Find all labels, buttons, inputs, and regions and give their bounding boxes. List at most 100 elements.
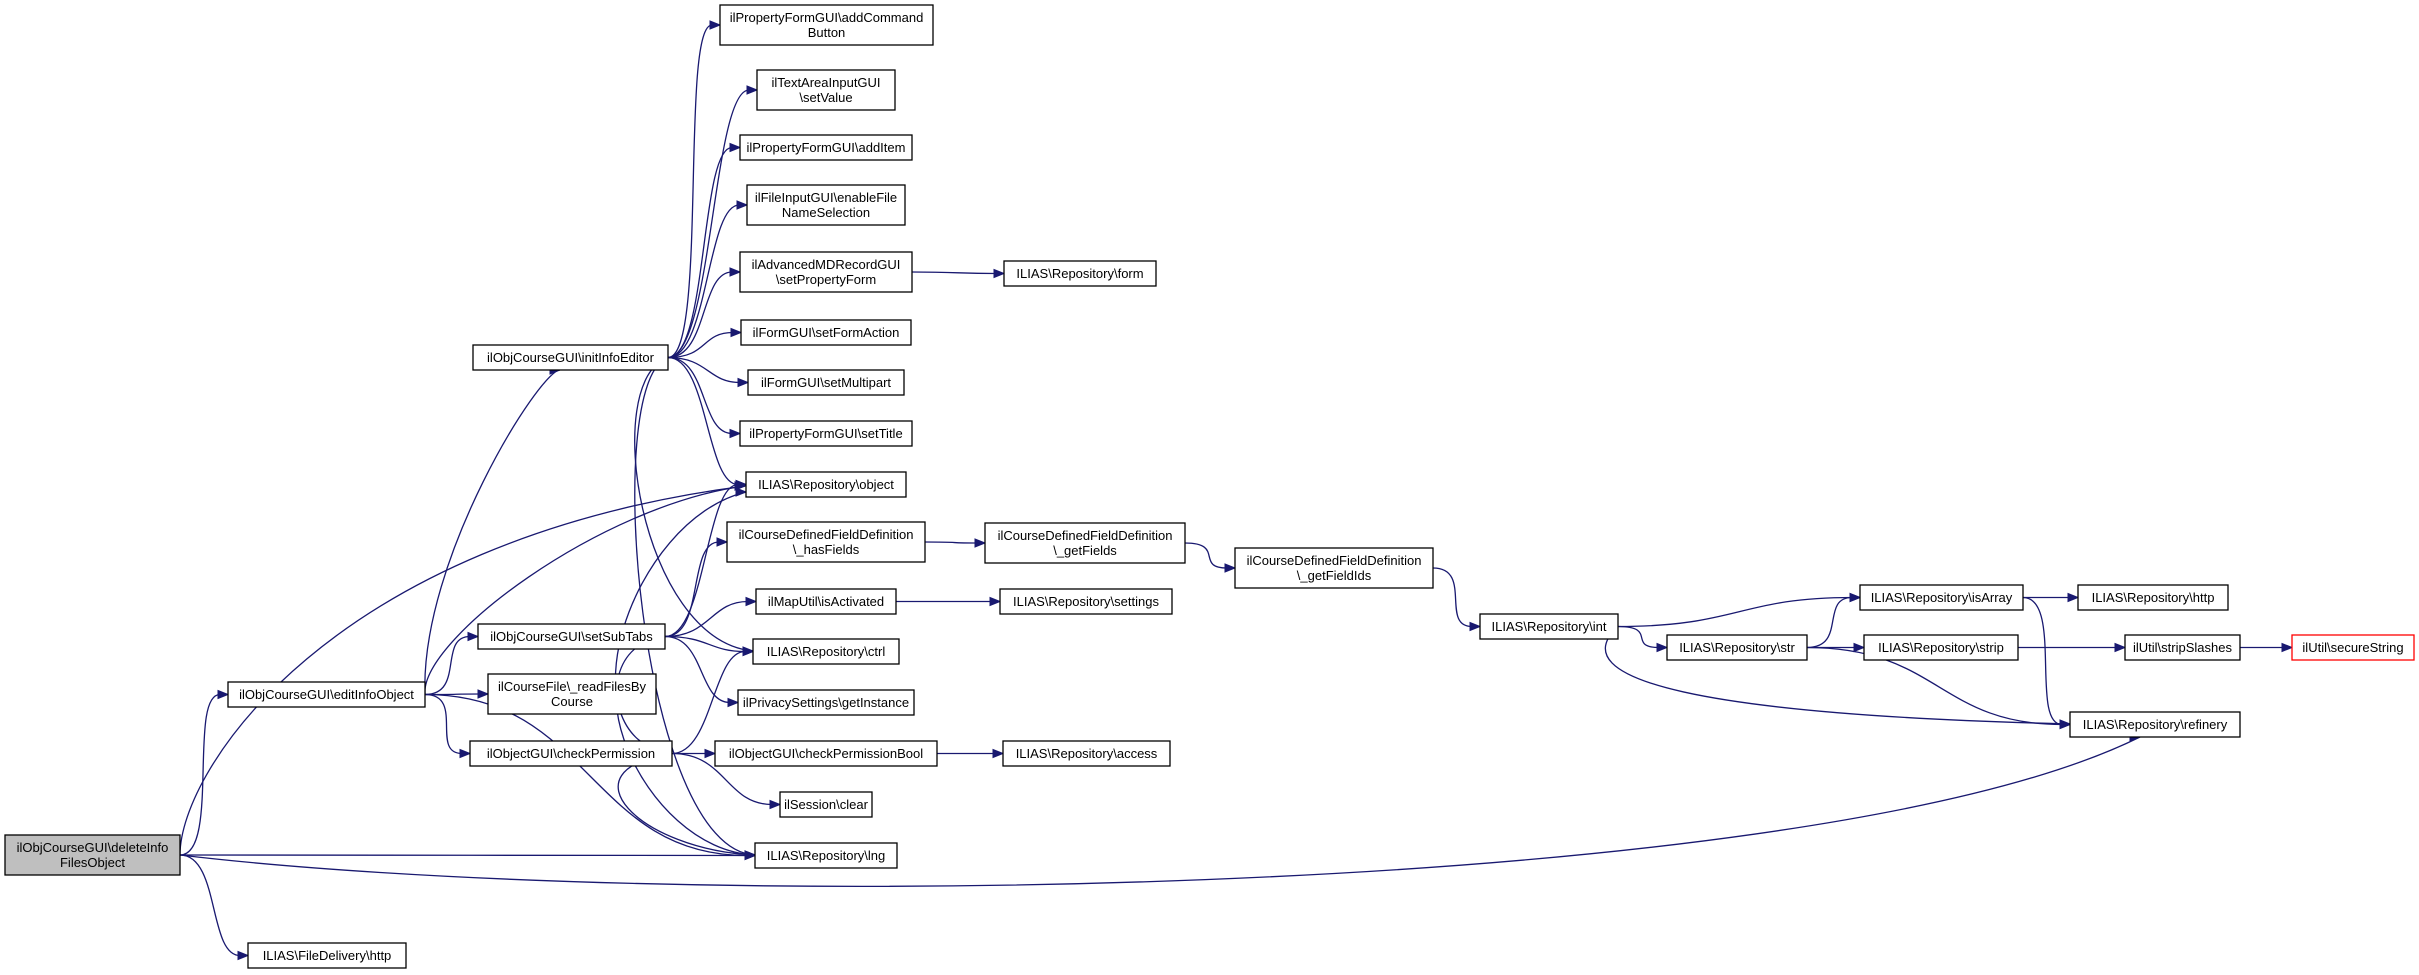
arrowhead-icon <box>716 537 729 547</box>
call-edge-n34-n35 <box>2239 642 2294 653</box>
call-edge-n3-n18 <box>634 356 755 656</box>
edge-line <box>1617 625 1660 649</box>
function-node-n21[interactable]: ilSession\clear <box>779 791 873 818</box>
function-node-n17[interactable]: ilMapUtil\isActivated <box>755 588 897 615</box>
function-node-n29[interactable]: ILIAS\Repository\isArray <box>1859 584 2024 611</box>
arrowhead-icon <box>2059 719 2072 730</box>
arrowhead-icon <box>704 748 717 759</box>
call-edge-n0-n22 <box>179 850 757 861</box>
call-edge-n3-n15 <box>667 356 748 490</box>
function-node-n24[interactable]: ilCourseDefinedFieldDefinition\_getField… <box>984 522 1186 564</box>
arrowhead-icon <box>993 268 1006 279</box>
arrowhead-icon <box>730 327 743 338</box>
edge-line <box>1604 626 2071 725</box>
function-node-n31[interactable]: ILIAS\Repository\strip <box>1863 634 2019 661</box>
arrowhead-icon <box>729 267 742 277</box>
call-edge-n31-n34 <box>2017 642 2127 653</box>
function-node-n3[interactable]: ilObjCourseGUI\initInfoEditor <box>472 344 669 371</box>
node-label: ILIAS\Repository\isArray <box>1871 590 2013 605</box>
call-edge-n11-n23 <box>911 268 1006 279</box>
function-node-n18[interactable]: ILIAS\Repository\ctrl <box>752 638 900 665</box>
function-node-n6[interactable]: ilObjectGUI\checkPermission <box>469 740 673 767</box>
node-label: FilesObject <box>60 855 125 870</box>
node-box <box>1479 613 1619 640</box>
function-node-n16[interactable]: ilCourseDefinedFieldDefinition\_hasField… <box>726 521 926 563</box>
call-edge-n4-n16 <box>664 537 729 638</box>
call-edge-n6-n21 <box>671 752 782 810</box>
function-node-n20[interactable]: ilObjectGUI\checkPermissionBool <box>714 740 938 767</box>
function-node-n8[interactable]: ilTextAreaInputGUI\setValue <box>756 69 896 111</box>
node-box <box>746 184 906 226</box>
node-label: ilObjCourseGUI\initInfoEditor <box>487 350 655 365</box>
call-edge-n27-n28 <box>1432 567 1482 632</box>
edge-line <box>1806 596 1853 649</box>
arrowhead-icon <box>744 850 757 860</box>
arrowhead-icon <box>974 538 987 548</box>
call-edge-n3-n9 <box>667 142 742 359</box>
edge-line <box>664 600 749 638</box>
function-node-n15[interactable]: ILIAS\Repository\object <box>745 471 907 498</box>
arrowhead-icon <box>737 377 750 388</box>
arrowhead-icon <box>217 689 230 700</box>
node-label: ilCourseFile\_readFilesBy <box>498 679 647 694</box>
function-node-n23[interactable]: ILIAS\Repository\form <box>1003 260 1157 287</box>
function-node-n32[interactable]: ILIAS\Repository\refinery <box>2069 711 2241 738</box>
function-node-n27[interactable]: ilCourseDefinedFieldDefinition\_getField… <box>1234 547 1434 589</box>
edge-line <box>667 356 733 435</box>
arrowhead-icon <box>709 20 722 30</box>
node-label: NameSelection <box>782 205 870 220</box>
node-label: ilUtil\secureString <box>2302 640 2403 655</box>
function-node-n28[interactable]: ILIAS\Repository\int <box>1479 613 1619 640</box>
arrowhead-icon <box>735 487 748 497</box>
function-node-n25[interactable]: ILIAS\Repository\settings <box>999 588 1173 615</box>
function-node-n12[interactable]: ilFormGUI\setFormAction <box>740 319 912 346</box>
node-label: ILIAS\FileDelivery\http <box>263 948 392 963</box>
function-node-n2[interactable]: ILIAS\FileDelivery\http <box>247 942 407 969</box>
arrowhead-icon <box>2114 642 2127 653</box>
function-node-n9[interactable]: ilPropertyFormGUI\addItem <box>739 134 913 161</box>
function-node-n19[interactable]: ilPrivacySettings\getInstance <box>737 689 915 716</box>
node-label: ilPropertyFormGUI\addCommand <box>730 10 924 25</box>
call-edge-n17-n25 <box>896 596 1002 607</box>
node-label: ILIAS\Repository\object <box>758 477 894 492</box>
edge-line <box>667 89 750 359</box>
function-node-n13[interactable]: ilFormGUI\setMultipart <box>747 369 905 396</box>
node-label: ilFileInputGUI\enableFile <box>755 190 897 205</box>
call-edge-n3-n14 <box>667 356 742 439</box>
call-edge-n29-n33 <box>2022 592 2080 603</box>
function-node-n30[interactable]: ILIAS\Repository\str <box>1666 634 1808 661</box>
arrowhead-icon <box>467 631 480 642</box>
function-node-n34[interactable]: ilUtil\stripSlashes <box>2124 634 2241 661</box>
call-edge-n30-n29 <box>1806 592 1862 649</box>
call-edge-n0-n15 <box>179 481 747 856</box>
node-label: \setPropertyForm <box>776 272 876 287</box>
function-node-n1[interactable]: ilObjCourseGUI\editInfoObject <box>227 681 426 708</box>
node-label: ILIAS\Repository\refinery <box>2083 717 2228 732</box>
node-box <box>779 791 873 818</box>
call-edge-n6-n18 <box>671 646 755 755</box>
node-label: ilPropertyFormGUI\setTitle <box>749 426 902 441</box>
function-node-n35[interactable]: ilUtil\secureString <box>2291 634 2415 661</box>
edge-line <box>179 854 241 957</box>
function-node-n4[interactable]: ilObjCourseGUI\setSubTabs <box>477 623 666 650</box>
node-label: ILIAS\Repository\access <box>1016 746 1158 761</box>
function-node-n26[interactable]: ILIAS\Repository\access <box>1002 740 1171 767</box>
node-label: ilFormGUI\setMultipart <box>761 375 891 390</box>
node-box <box>739 134 913 161</box>
function-node-n11[interactable]: ilAdvancedMDRecordGUI\setPropertyForm <box>739 251 913 293</box>
function-node-n33[interactable]: ILIAS\Repository\http <box>2077 584 2229 611</box>
call-edge-n3-n7 <box>667 20 722 359</box>
call-edge-n24-n27 <box>1184 542 1237 573</box>
node-label: \_getFields <box>1053 543 1117 558</box>
node-label: ilCourseDefinedFieldDefinition <box>739 527 914 542</box>
node-box <box>755 588 897 615</box>
call-edge-n3-n8 <box>667 85 759 359</box>
function-node-n22[interactable]: ILIAS\Repository\lng <box>754 842 898 869</box>
function-node-n14[interactable]: ilPropertyFormGUI\setTitle <box>739 420 913 447</box>
